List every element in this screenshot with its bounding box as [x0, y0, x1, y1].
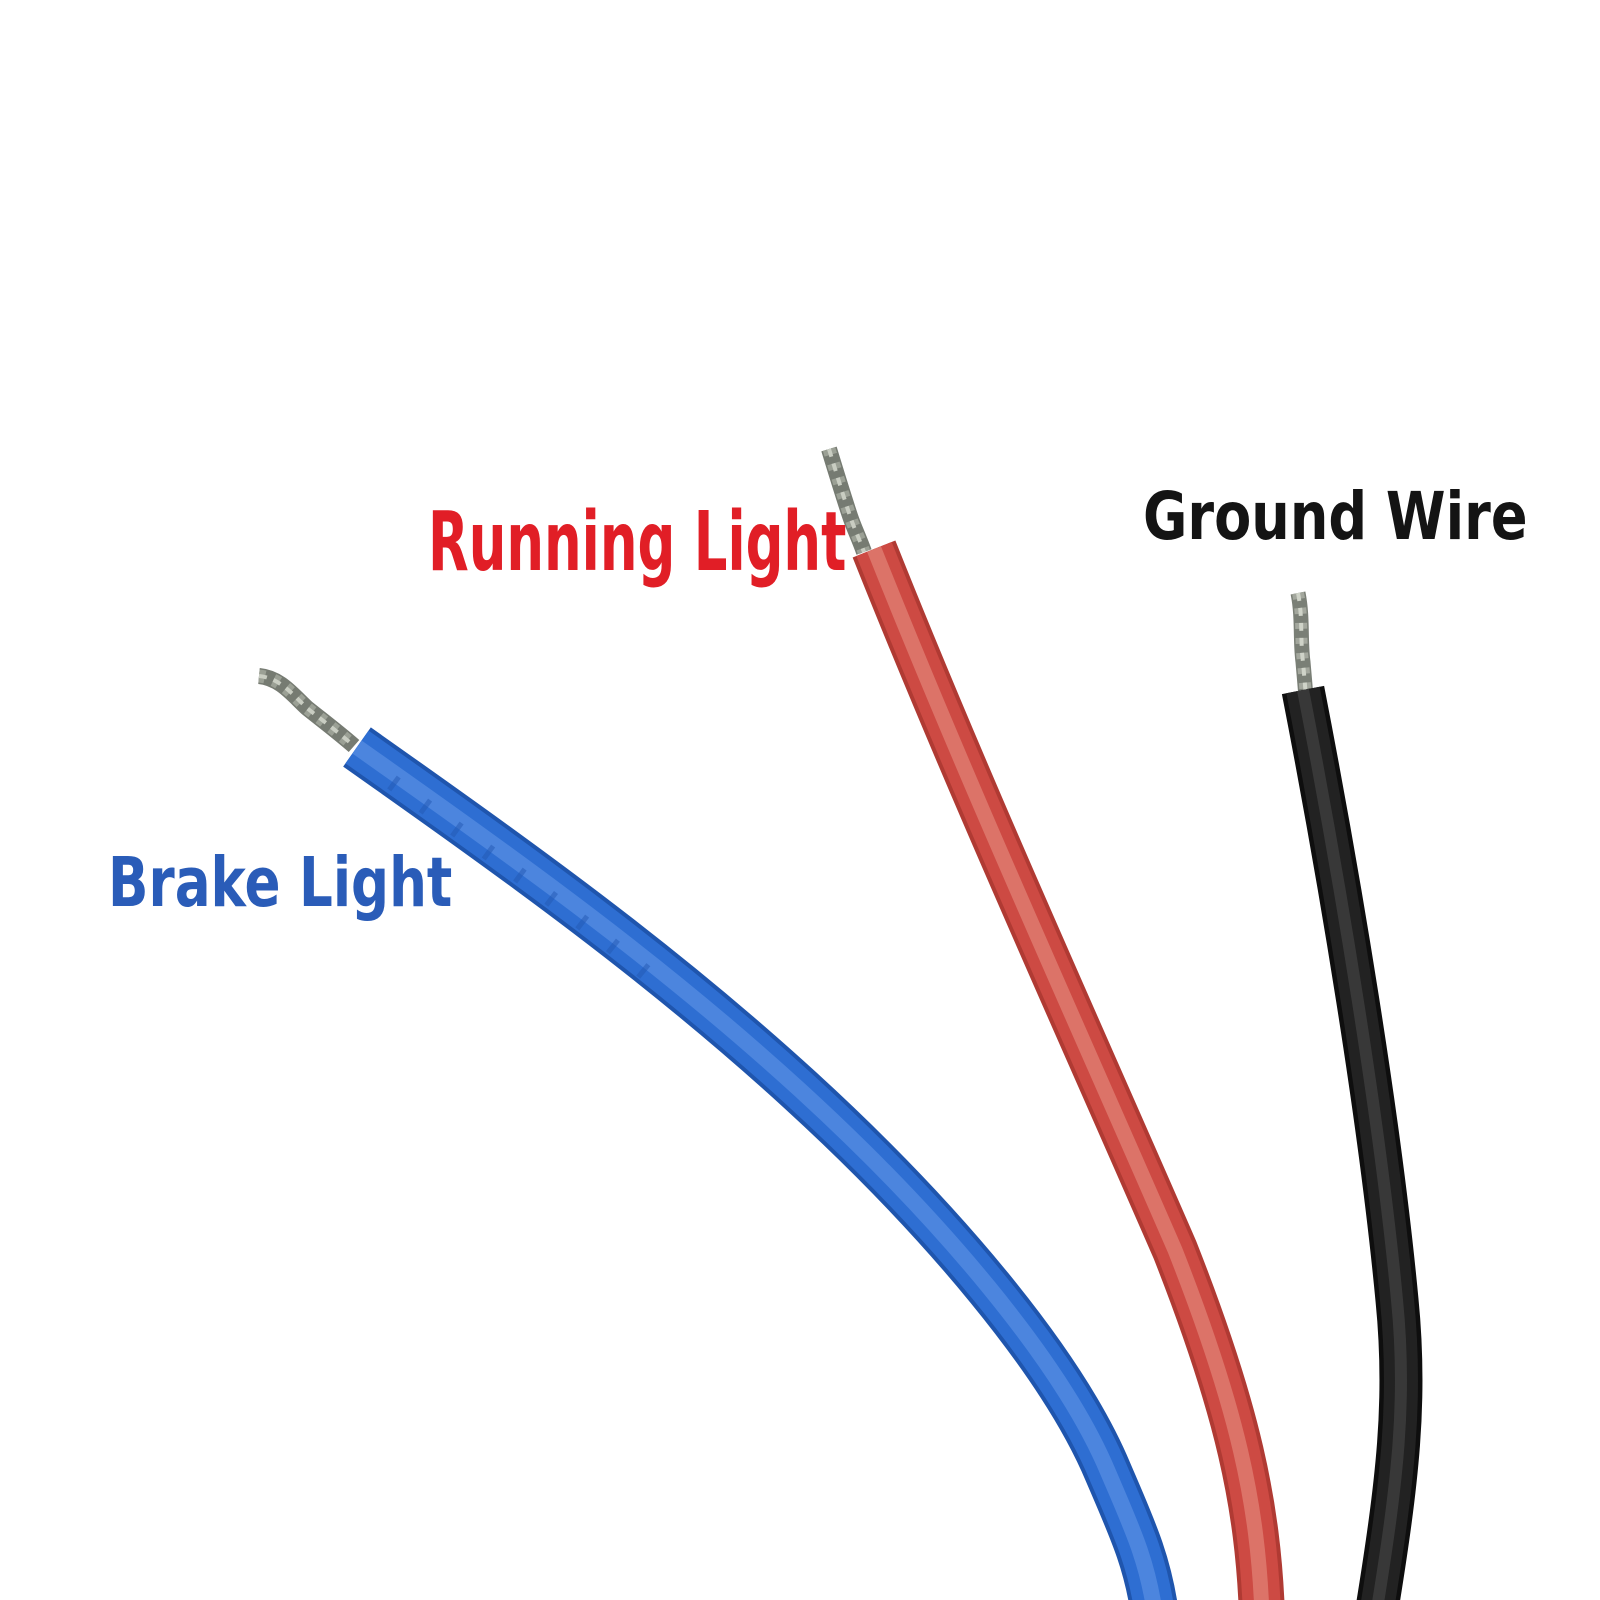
ground-wire-label: Ground Wire — [1143, 478, 1528, 555]
ground-wire — [1281, 685, 1423, 1600]
brake-wire-printed-marking — [387, 775, 658, 985]
brake-light-label: Brake Light — [108, 843, 453, 923]
running-light-label: Running Light — [428, 495, 847, 590]
running-wire-stripped-tip — [821, 446, 872, 555]
brake-light-wire — [343, 727, 1178, 1600]
running-light-wire — [852, 540, 1285, 1600]
brake-wire-stripped-tip — [257, 668, 360, 753]
ground-wire-stripped-tip — [1290, 591, 1314, 699]
